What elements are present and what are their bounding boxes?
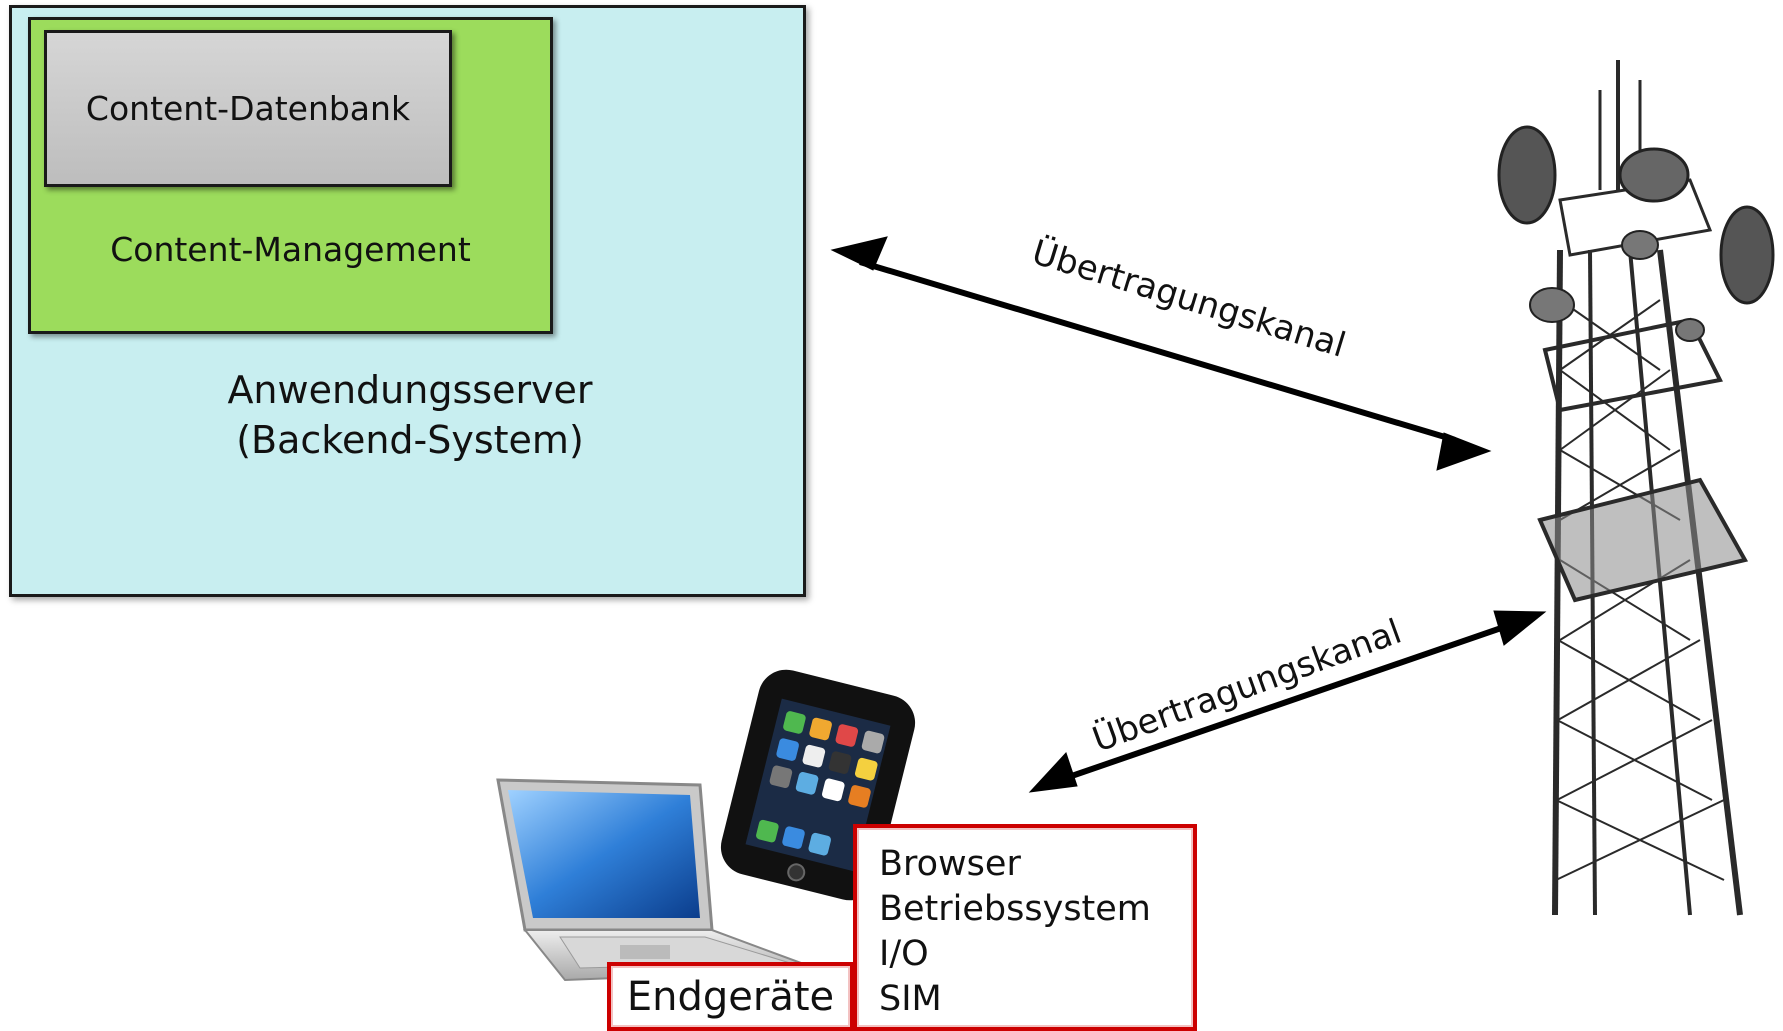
end-devices-label-box: Endgeräte bbox=[607, 962, 854, 1031]
device-component-os: Betriebssystem bbox=[879, 889, 1151, 929]
device-component-io: I/O bbox=[879, 934, 929, 974]
application-server-label: Anwendungsserver (Backend-System) bbox=[110, 365, 710, 465]
content-database-label: Content-Datenbank bbox=[85, 89, 411, 128]
device-component-browser: Browser bbox=[879, 844, 1021, 884]
device-components-box: Browser Betriebssystem I/O SIM bbox=[853, 824, 1197, 1031]
content-management-label: Content-Management bbox=[110, 230, 471, 269]
device-component-sim: SIM bbox=[879, 979, 942, 1019]
end-devices-label: Endgeräte bbox=[626, 973, 835, 1020]
content-database-box: Content-Datenbank bbox=[44, 30, 452, 187]
upper-channel-label: Übertragungskanal bbox=[1027, 231, 1350, 365]
application-server-label-line2: (Backend-System) bbox=[236, 418, 584, 462]
application-server-label-line1: Anwendungsserver bbox=[227, 368, 593, 412]
lower-channel-label: Übertragungskanal bbox=[1087, 611, 1407, 761]
laptop-icon bbox=[496, 778, 821, 982]
lower-transmission-arrow bbox=[1028, 610, 1547, 793]
transmission-tower-icon bbox=[1497, 60, 1775, 916]
upper-transmission-arrow bbox=[830, 236, 1492, 471]
